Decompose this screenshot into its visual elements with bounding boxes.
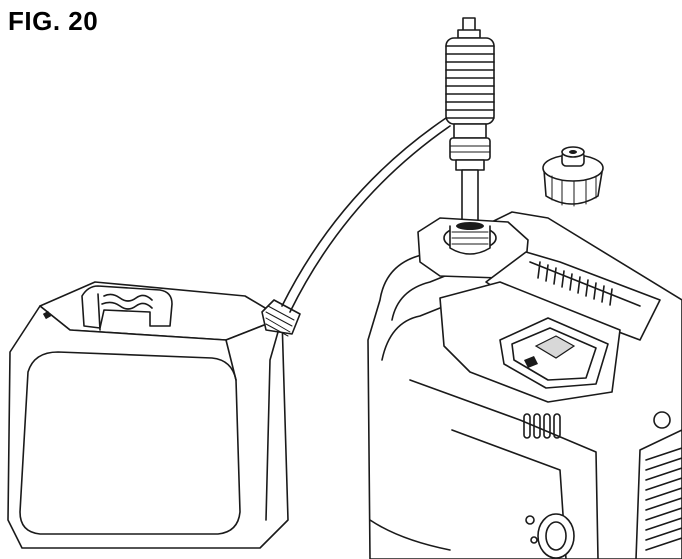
control-knob bbox=[525, 513, 575, 559]
figure-label: FIG. 20 bbox=[8, 6, 99, 36]
siphon-hose bbox=[281, 117, 451, 313]
fuel-can-handle bbox=[81, 285, 173, 331]
fuel-filler-neck bbox=[417, 217, 529, 279]
fuel-cap bbox=[542, 146, 604, 207]
access-hatch bbox=[499, 317, 609, 389]
side-vents bbox=[523, 413, 561, 439]
fuel-can-spout bbox=[261, 299, 301, 337]
front-grille bbox=[635, 411, 682, 559]
siphon-pump bbox=[445, 17, 495, 235]
fuel-can bbox=[7, 281, 301, 549]
generator bbox=[367, 211, 682, 559]
